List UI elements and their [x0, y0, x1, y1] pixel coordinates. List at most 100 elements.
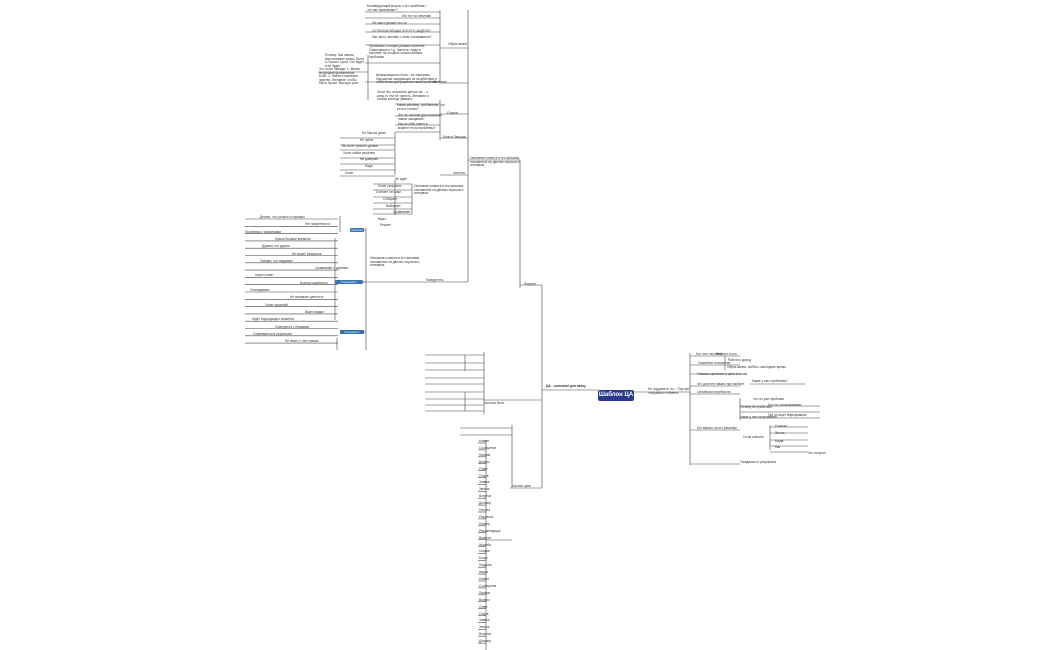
- left-blue-item-4[interactable]: Нужно больше времени: [275, 236, 311, 241]
- left-bottom-item-1[interactable]: Клиент: [479, 439, 490, 443]
- left-bottom-item-11[interactable]: Оплата: [479, 508, 490, 512]
- info-block[interactable]: Информация из боли - это выигрыш. Ощущен…: [376, 73, 437, 85]
- right-item-5[interactable]: Образ жизни, хобби и свободное время: [727, 365, 786, 369]
- fear-question-1[interactable]: Какие желания, требования, что есть и ст…: [397, 103, 445, 111]
- left-blue-item-9[interactable]: Нужен совет: [255, 273, 274, 278]
- left-item-5[interactable]: Не доверяет: [360, 157, 379, 162]
- left-bottom-item-7[interactable]: Заявка: [479, 480, 490, 485]
- frequency-label[interactable]: Частота: [453, 171, 465, 175]
- fear-question-2[interactable]: Что не сказали для описания, новые ожида…: [398, 113, 443, 121]
- right-item-13[interactable]: Какие у него возражения: [740, 415, 777, 419]
- right-item-4[interactable]: Работа и доход: [728, 358, 751, 362]
- branch-pain-frequency[interactable]: Частота боли: [484, 401, 504, 405]
- branch-portrait[interactable]: Портрет: [524, 282, 537, 286]
- right-item-2[interactable]: Возраст и пол: [716, 352, 737, 356]
- left-blue-item-8[interactable]: Сравнивает с другими: [315, 266, 349, 271]
- left-bottom-item-28[interactable]: Звонок: [479, 625, 490, 630]
- left-bottom-item-23[interactable]: Письмо: [479, 590, 491, 595]
- left-blue-item-11[interactable]: Откладывает: [250, 288, 270, 292]
- right-item-12[interactable]: Что его останавливает: [768, 403, 802, 407]
- left-bottom-item-16[interactable]: Жалоба: [479, 542, 491, 547]
- chain-block[interactable]: Что стоит прежде: 1. Жизнь не должна усл…: [319, 67, 361, 86]
- left-bottom-item-10[interactable]: Договор: [479, 501, 492, 506]
- left-bottom-item-12[interactable]: Результат: [479, 514, 494, 519]
- left-bottom-item-30[interactable]: Договор: [479, 639, 492, 644]
- left-item-12[interactable]: Выбирает: [386, 203, 401, 208]
- left-bottom-item-18[interactable]: Бонус: [479, 556, 488, 561]
- right-item-22[interactable]: Ожидания от результата: [740, 460, 777, 464]
- left-bottom-item-13[interactable]: Повтор: [479, 521, 490, 526]
- left-blue-item-15[interactable]: Ждёт подходящего момента: [252, 317, 295, 322]
- left-item-6[interactable]: Надо: [365, 164, 373, 168]
- description-long[interactable]: Описание клиента и его желания, основанн…: [470, 156, 521, 168]
- left-blue-item-5[interactable]: Думает, что дорого: [262, 244, 291, 249]
- left-item-3[interactable]: Не хочет тратить деньги: [342, 144, 379, 149]
- left-item-13[interactable]: Сравнивает: [393, 210, 411, 215]
- left-blue-item-18[interactable]: Не знает, с чего начать: [285, 339, 320, 344]
- right-item-14[interactable]: Где он ищет информацию: [768, 413, 807, 417]
- fear-question-3[interactable]: Как он себя повёл в момент этого проблем…: [398, 122, 436, 130]
- question-4[interactable]: О ПЛОХИХ ВЕЩАХ ЧТО ЕГО ЗАДЕЛО?: [372, 29, 432, 33]
- right-item-19[interactable]: Когда: [775, 439, 784, 443]
- fears-label[interactable]: Страхи: [447, 111, 458, 115]
- left-bottom-item-5[interactable]: Ответ: [479, 466, 488, 471]
- right-item-1[interactable]: Кто этот человек?: [696, 352, 723, 356]
- left-bottom-item-21[interactable]: Клиент: [479, 577, 490, 581]
- left-item-4[interactable]: Хочет найти решение: [343, 150, 376, 155]
- left-blue-item-14[interactable]: Ищет скидки: [305, 309, 324, 314]
- right-main-branch[interactable]: Не подумаете, но... Портрет «хорошего» к…: [648, 387, 690, 395]
- left-item-14[interactable]: Ищет: [378, 216, 387, 221]
- left-bottom-item-24[interactable]: Вопрос: [479, 597, 490, 602]
- left-bottom-item-14[interactable]: Рекомендация: [479, 528, 501, 533]
- left-bottom-item-19[interactable]: Подарок: [479, 563, 492, 568]
- left-blue-item-17[interactable]: Сомневается в результате: [253, 331, 293, 336]
- right-item-16[interactable]: Готов платить: [743, 435, 764, 439]
- left-item-15[interactable]: Решает: [380, 223, 392, 228]
- branch-goals[interactable]: Частые цели: [512, 484, 531, 488]
- right-item-15[interactable]: Кто влияет на его решение: [697, 426, 738, 430]
- left-bottom-item-6[interactable]: Отзыв: [479, 473, 489, 478]
- left-item-9[interactable]: Хочет результат: [378, 183, 402, 188]
- frequency-note-2[interactable]: Описание клиента и его желания, основанн…: [370, 256, 421, 268]
- left-blue-item-1[interactable]: Деньги, что сложно и страшно: [260, 215, 305, 219]
- left-item-7[interactable]: Хочет: [345, 170, 354, 175]
- example-block[interactable]: Проблемы, которые решают клиенты: Самооц…: [369, 44, 426, 59]
- why-block[interactable]: Почему: Как начать восстановить жизнь. Б…: [325, 53, 364, 68]
- left-item-1[interactable]: Не боится денег: [362, 131, 387, 135]
- question-5[interactable]: Как часто человек с этим сталкивается?: [372, 35, 432, 39]
- left-bottom-item-29[interactable]: Встреча: [479, 632, 492, 637]
- left-bottom-item-17[interactable]: Скидка: [479, 549, 490, 554]
- competitors-label[interactable]: Конкуренты: [426, 278, 444, 282]
- left-item-10[interactable]: Считает, что сам: [376, 190, 401, 195]
- left-bottom-item-2[interactable]: Сообщение: [479, 445, 497, 450]
- root-node[interactable]: Шаблон ЦА: [598, 390, 634, 401]
- desire-label[interactable]: Желания: [433, 80, 447, 84]
- left-bottom-item-27[interactable]: Заявка: [479, 618, 490, 623]
- left-blue-item-2[interactable]: Нет уверенности: [305, 222, 331, 227]
- right-item-6[interactable]: Главные ценности и цели в жизни: [697, 372, 748, 376]
- left-bottom-item-15[interactable]: Возврат: [479, 535, 491, 540]
- tag-specialist-1[interactable]: Специалист: [335, 280, 363, 284]
- left-bottom-item-8[interactable]: Звонок: [479, 487, 490, 492]
- left-bottom-item-4[interactable]: Вопрос: [479, 459, 490, 464]
- question-1[interactable]: Мотивирующий вопрос о его проблеме / что…: [367, 4, 427, 12]
- left-bottom-item-20[interactable]: Акция: [479, 570, 488, 575]
- left-item-2[interactable]: Не ценит: [360, 137, 374, 142]
- right-item-10[interactable]: Что он уже пробовал: [753, 397, 785, 401]
- left-blue-item-16[interactable]: Советуется с близкими: [275, 324, 310, 329]
- left-bottom-item-22[interactable]: Сообщение: [479, 583, 497, 588]
- pain-title[interactable]: Боли и Эмоции: [443, 135, 466, 139]
- left-bottom-item-3[interactable]: Письмо: [479, 452, 491, 457]
- right-item-3[interactable]: Семейное положение: [698, 361, 731, 365]
- left-main-branch[interactable]: ЦА – описание для автоу: [546, 384, 586, 388]
- right-item-21[interactable]: Что получит: [808, 451, 826, 455]
- question-2[interactable]: Кто ест по лечению: [402, 14, 431, 18]
- left-bottom-item-25[interactable]: Ответ: [479, 604, 488, 609]
- frequency-note[interactable]: Описание клиента и его желания, основанн…: [414, 184, 465, 196]
- tag-specialist-2[interactable]: Специалист: [340, 330, 364, 334]
- right-item-7[interactable]: Что для него важно при выборе: [697, 382, 745, 386]
- left-bottom-item-26[interactable]: Отзыв: [479, 611, 489, 616]
- left-item-11[interactable]: Собирает: [383, 197, 398, 201]
- question-3[interactable]: Он часто делает что-то: [372, 21, 407, 25]
- left-blue-item-3[interactable]: Проблемы с финансами: [245, 229, 282, 234]
